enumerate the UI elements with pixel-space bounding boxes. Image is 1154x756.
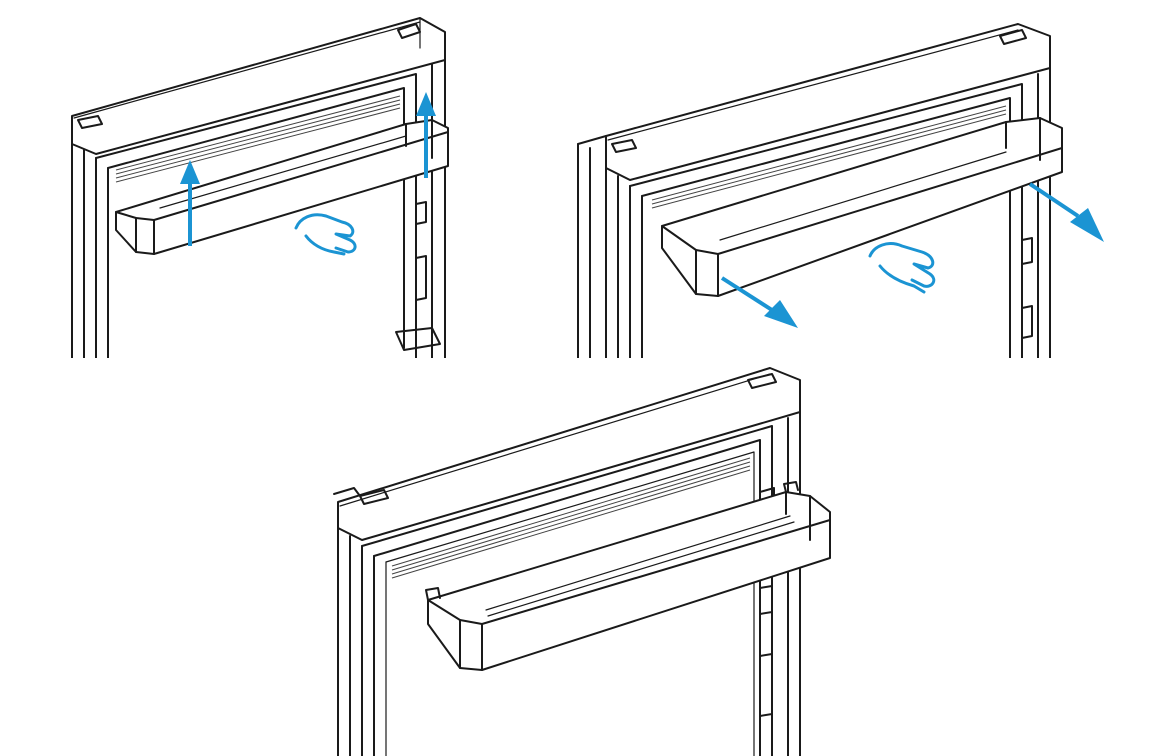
hand-icon (294, 213, 357, 256)
panel-step-1-lift-up (60, 8, 460, 358)
door-illustration-3 (333, 367, 831, 756)
arrow-up-right-icon (416, 92, 436, 178)
panel-step-2-pull-out (570, 18, 1115, 358)
arrow-up-left-icon (180, 160, 200, 246)
hand-icon (868, 242, 936, 294)
arrow-icon (180, 92, 436, 246)
arrow-out-left-icon (720, 276, 798, 328)
arrow-out-right-icon (1028, 182, 1104, 242)
door-illustration-2 (577, 23, 1063, 358)
door-illustration-1 (71, 17, 449, 358)
arrow-icon (720, 182, 1104, 328)
panel-step-3-removed (330, 364, 850, 756)
